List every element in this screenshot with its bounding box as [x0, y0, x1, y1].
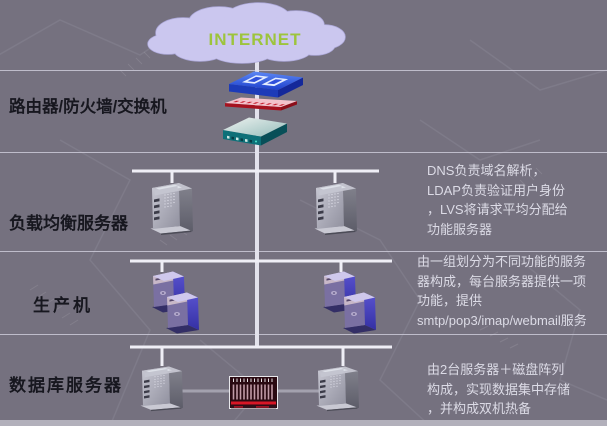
row-label-load-balancer: 负载均衡服务器	[9, 214, 128, 233]
annotation-load-balancer: DNS负责域名解析， LDAP负责验证用户身份 ，LVS将请求平均分配给 功能服…	[427, 163, 568, 237]
router-icon	[229, 71, 303, 98]
database-server-icon	[316, 366, 359, 412]
row-label-database: 数据库服务器	[9, 376, 123, 395]
row-divider	[0, 152, 607, 153]
production-server-icon	[166, 292, 199, 334]
internet-cloud-icon	[147, 2, 346, 64]
annotation-database: 由2台服务器＋磁盘阵列 构成，实现数据集中存储 ，并构成双机热备	[427, 362, 571, 416]
database-server-icon	[140, 366, 183, 412]
disk-array-icon	[229, 376, 278, 409]
row-label-production: 生产机	[33, 296, 93, 315]
row-label-router: 路由器/防火墙/交换机	[9, 98, 167, 116]
row-divider	[0, 251, 607, 252]
annotation-production: 由一组划分为不同功能的服务 器构成，每台服务器提供一项 功能，提供 smtp/p…	[417, 254, 587, 328]
firewall-icon	[225, 97, 297, 111]
production-server-icon	[343, 292, 376, 334]
bottom-strip	[0, 420, 607, 426]
load-balancer-server-icon	[150, 183, 193, 235]
internet-label: INTERNET	[208, 30, 302, 49]
switch-icon	[223, 117, 287, 146]
row-divider	[0, 334, 607, 335]
load-balancer-server-icon	[314, 183, 357, 235]
row-divider	[0, 70, 607, 71]
